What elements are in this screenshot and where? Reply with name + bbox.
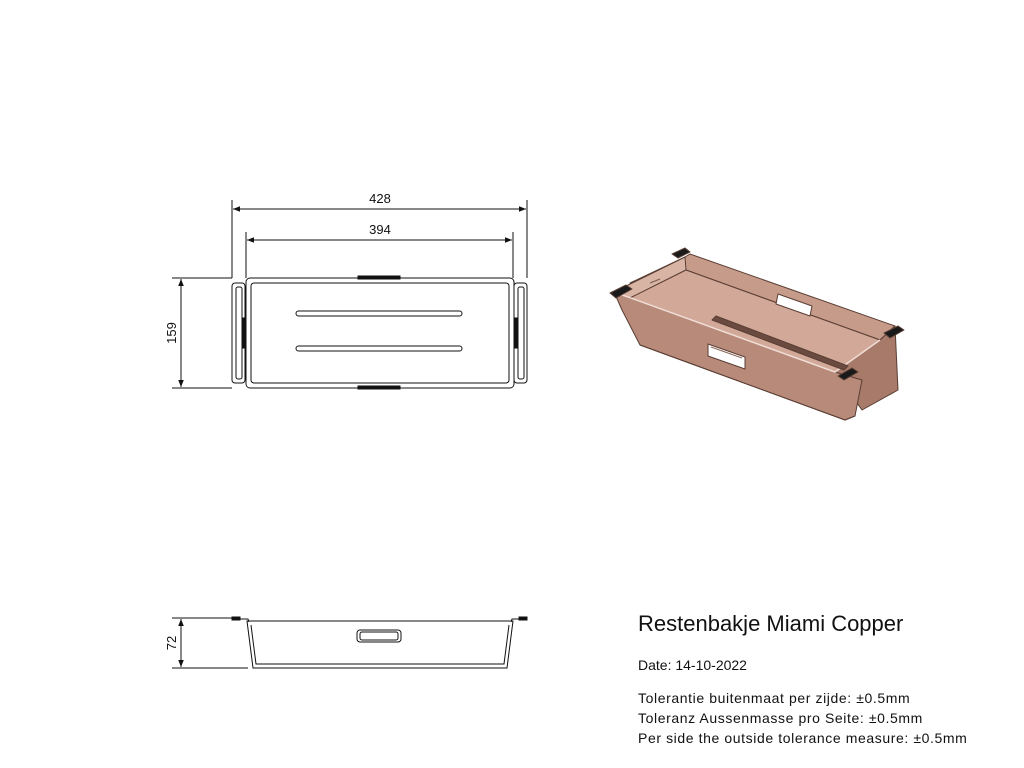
iso-back-cutout [775,293,813,317]
side-body [246,620,514,669]
side-view [172,616,528,669]
bottom-slot [295,345,463,352]
tolerance-en: Per side the outside tolerance measure: … [638,730,968,746]
tray-outline [245,277,515,389]
iso-front-cutout [707,343,746,370]
dim-label-428: 428 [369,191,391,206]
dim-label-159: 159 [164,322,179,344]
iso-floor-slot [711,315,849,371]
product-title: Restenbakje Miami Copper [638,611,904,636]
top-slot [295,310,463,317]
tolerance-de: Toleranz Aussenmasse pro Seite: ±0.5mm [638,710,923,726]
iso-right-clip [837,367,859,381]
side-handle-cutout [356,629,402,643]
drawing-date: Date: 14-10-2022 [638,657,747,673]
iso-left-clip [609,284,633,299]
iso-view [609,247,905,421]
dim-label-72: 72 [164,636,179,650]
tolerance-nl: Tolerantie buitenmaat per zijde: ±0.5mm [638,690,911,706]
top-view [172,200,528,390]
dim-label-394: 394 [369,222,391,237]
